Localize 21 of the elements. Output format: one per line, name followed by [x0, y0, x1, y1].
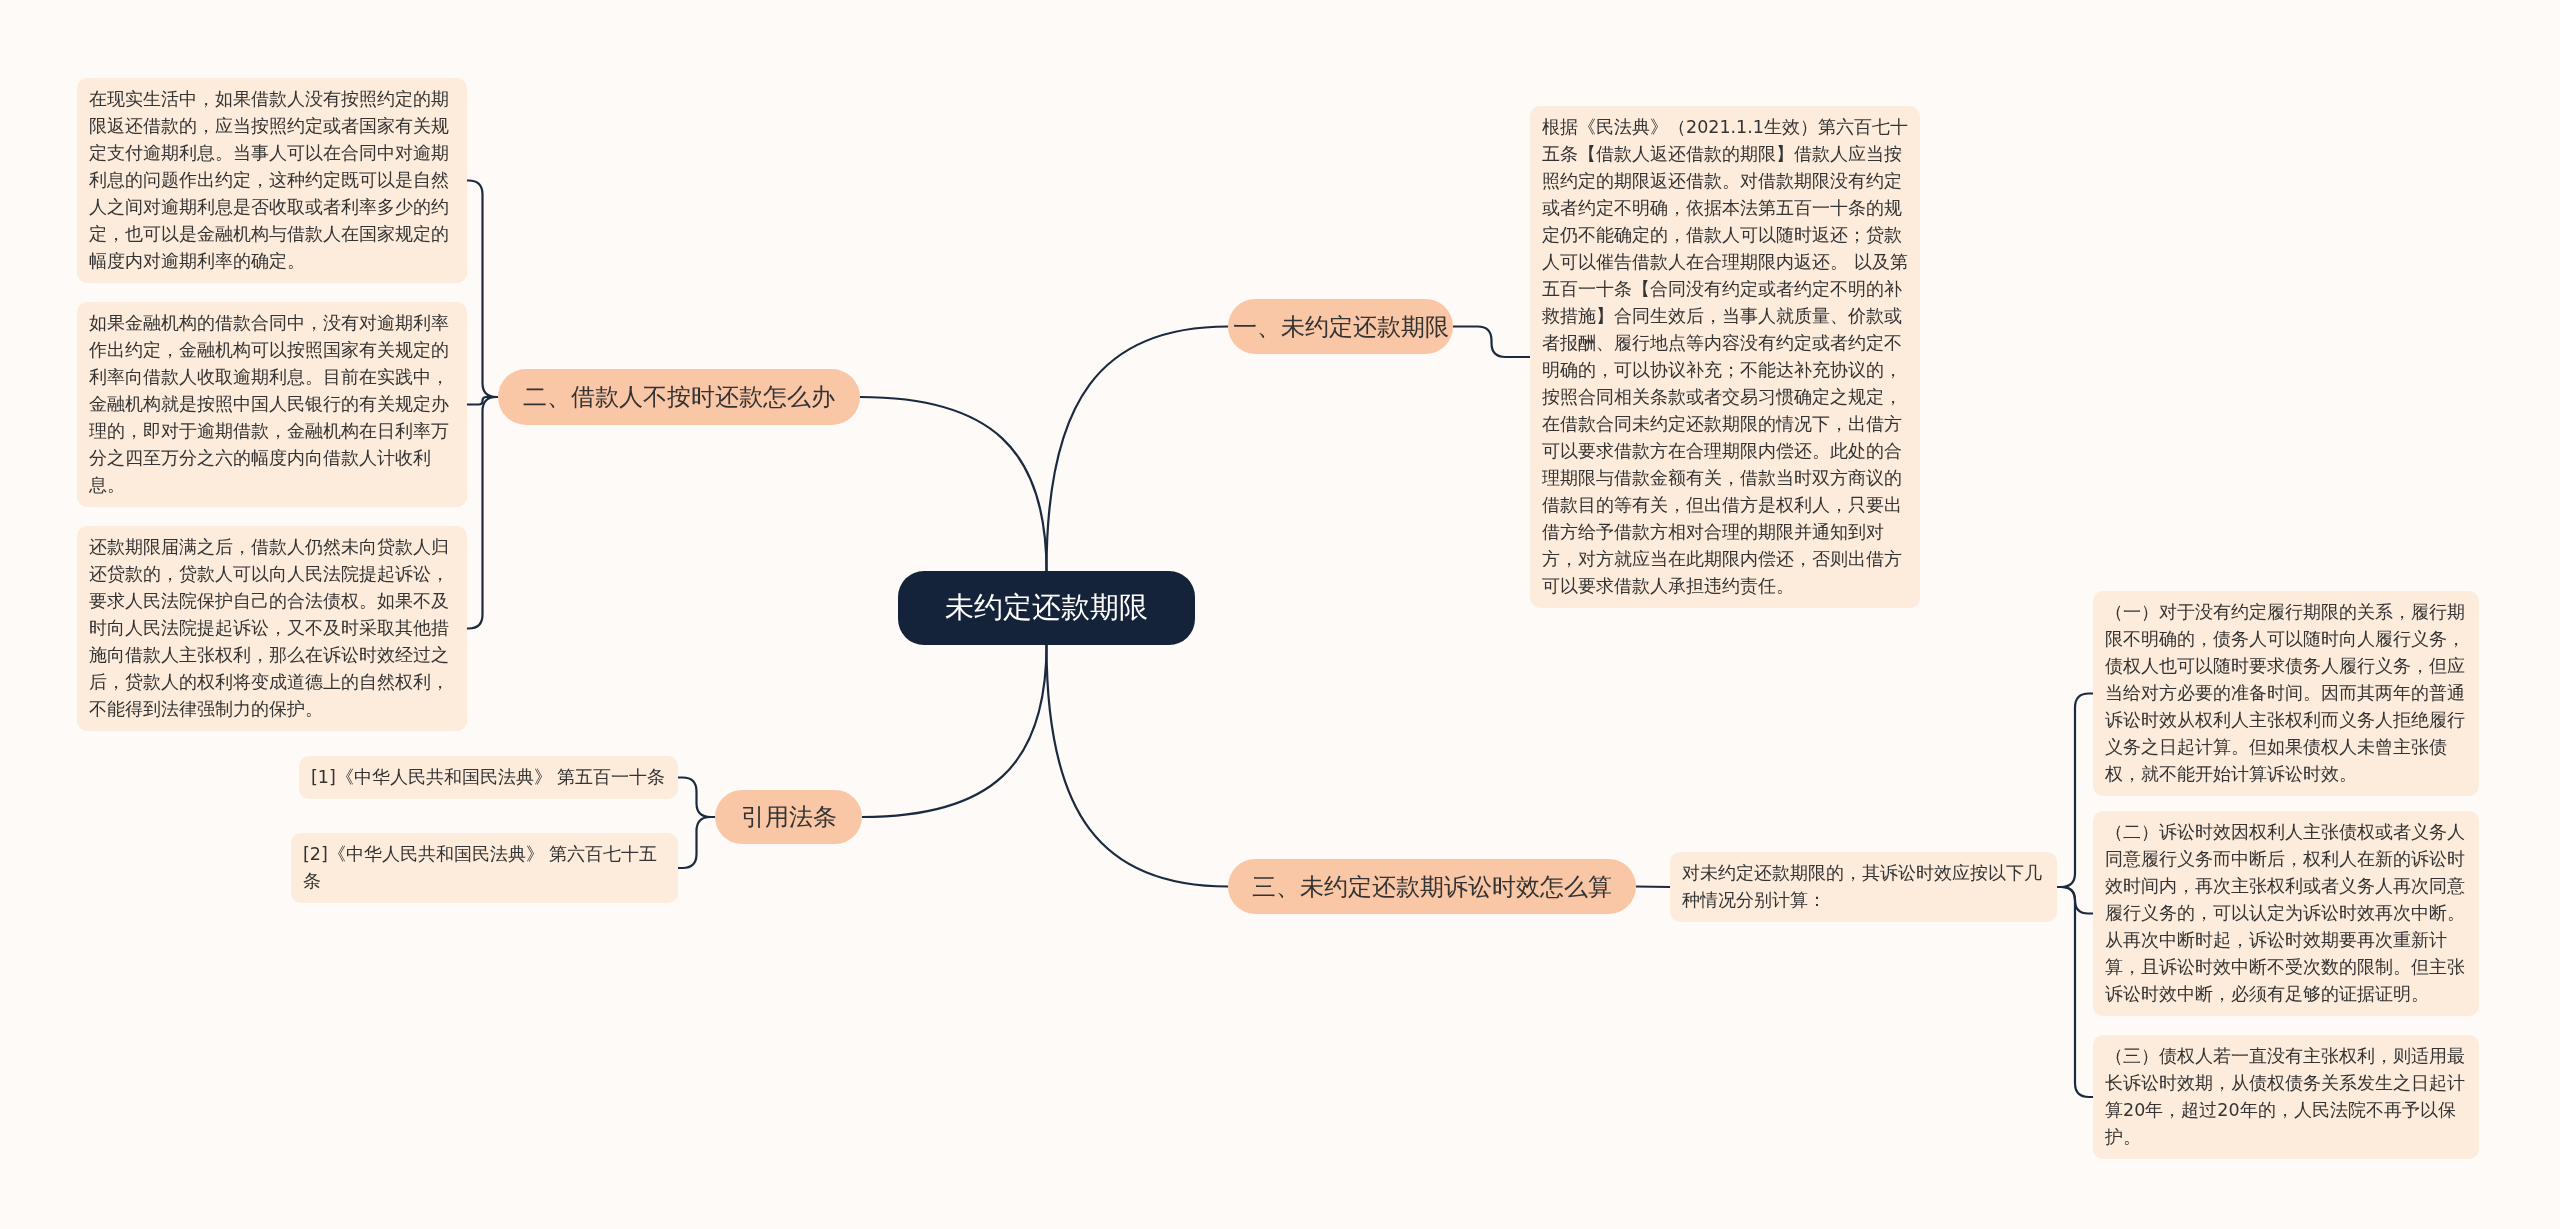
connector-line — [466, 395, 499, 630]
topic-box: 二、借款人不按时还款怎么办 — [498, 369, 860, 425]
central-topic: 未约定还款期限 — [898, 571, 1195, 645]
connector-line — [1453, 325, 1530, 359]
text-box: （三）债权人若一直没有主张权利，则适用最长诉讼时效期，从债权债务关系发生之日起计算20年，超过20年的，人民法院不再予以保护。 — [2093, 1035, 2479, 1159]
text-box: 如果金融机构的借款合同中，没有对逾期利率作出约定，金融机构可以按照国家有关规定的利率向借款人收取逾期利息。目前在实践中，金融机构就是按照中国人民银行的有关规定办理的，即对于逾期借款，金融机构在日利率万分之四至万分之六的幅度内向借款人计收利息。 — [77, 302, 467, 507]
text-box: 根据《民法典》（2021.1.1生效）第六百七十五条【借款人返还借款的期限】借款人应当按照约定的期限返还借款。对借款期限没有约定或者约定不明确，依据本法第五百一十条的规定仍不能确定的，借款人可以随时返还；贷款人可以催告借款人在合理期限内返还。 以及第五百一十条【合同没有约定或者约定不明的补救措施】合同生效后，当事人就质量、价款或者报酬、履行地点等内容没有约定或者约定不明确的，可以协议补充；不能达补充协议的，按照合同相关条款或者交易习惯确定之规定，在借款合同未约定还款期限的情况下，出借方可以要求借款方在合理期限内偿还。此处的合理期限与借款金额有关，借款当时双方商议的借款目的等有关，但出借方是权利人，只要出借方给予借款方相对合理的期限并通知到对方，对方就应当在此期限内偿还，否则出借方可以要求借款人承担违约责任。 — [1530, 106, 1920, 608]
text-box: （一）对于没有约定履行期限的关系，履行期限不明确的，债务人可以随时向人履行义务，债权人也可以随时要求债务人履行义务，但应当给对方必要的准备时间。因而其两年的普通诉讼时效从权利人主张权利而义务人拒绝履行义务之日起计算。但如果债权人未曾主张债权，就不能开始计算诉讼时效。 — [2093, 591, 2479, 796]
text-box: 还款期限届满之后，借款人仍然未向贷款人归还贷款的，贷款人可以向人民法院提起诉讼，要求人民法院保护自己的合法债权。如果不及时向人民法院提起诉讼，又不及时采取其他措施向借款人主张权利，那么在诉讼时效经过之后，贷款人的权利将变成道德上的自然权利，不能得到法律强制力的保护。 — [77, 526, 467, 731]
text-box: 在现实生活中，如果借款人没有按照约定的期限返还借款的，应当按照约定或者国家有关规定支付逾期利息。当事人可以在合同中对逾期利息的问题作出约定，这种约定既可以是自然人之间对逾期利息是否收取或者利率多少的约定，也可以是金融机构与借款人在国家规定的幅度内对逾期利率的确定。 — [77, 78, 467, 283]
text-box: 对未约定还款期限的，其诉讼时效应按以下几种情况分别计算： — [1670, 852, 2057, 922]
connector-line — [859, 395, 1048, 572]
reference-box: [1]《中华人民共和国民法典》 第五百一十条 — [299, 756, 678, 799]
reference-box: [2]《中华人民共和国民法典》 第六百七十五条 — [291, 833, 678, 903]
text-box: （二）诉讼时效因权利人主张债权或者义务人同意履行义务而中断后，权利人在新的诉讼时效时间内，再次主张权利或者义务人再次同意履行义务的，可以认定为诉讼时效再次中断。从再次中断时起，诉讼时效期要再次重新计算，且诉讼时效中断不受次数的限制。但主张诉讼时效中断，必须有足够的证据证明。 — [2093, 811, 2479, 1016]
connector-line — [1045, 644, 1229, 888]
connector-line — [678, 815, 715, 870]
topic-box: 一、未约定还款期限 — [1228, 299, 1453, 354]
connector-line — [1636, 885, 1670, 889]
topic-box: 三、未约定还款期诉讼时效怎么算 — [1228, 859, 1636, 914]
topic-box: 引用法条 — [715, 790, 862, 844]
